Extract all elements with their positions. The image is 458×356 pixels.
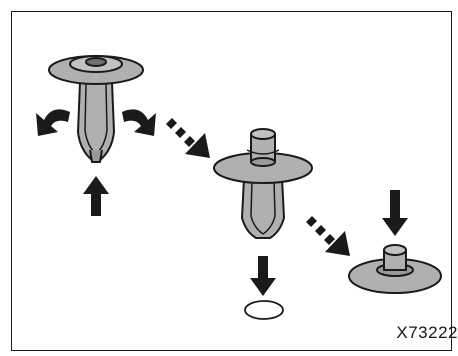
push-down-arrow-icon — [382, 190, 408, 236]
push-up-arrow-icon — [83, 176, 109, 216]
dashed-diagonal-arrow-icon — [306, 216, 350, 256]
dashed-diagonal-arrow-icon — [166, 118, 210, 158]
hole-icon — [244, 300, 284, 320]
rotate-right-arrow-icon — [122, 109, 156, 136]
rotate-left-arrow-icon — [36, 109, 70, 136]
clip-step3-icon — [348, 244, 442, 294]
clip-step1-icon — [48, 55, 144, 163]
clip-step2-icon — [213, 128, 313, 239]
figure-code: X73222 — [396, 323, 458, 342]
push-down-arrow-icon — [250, 256, 276, 296]
